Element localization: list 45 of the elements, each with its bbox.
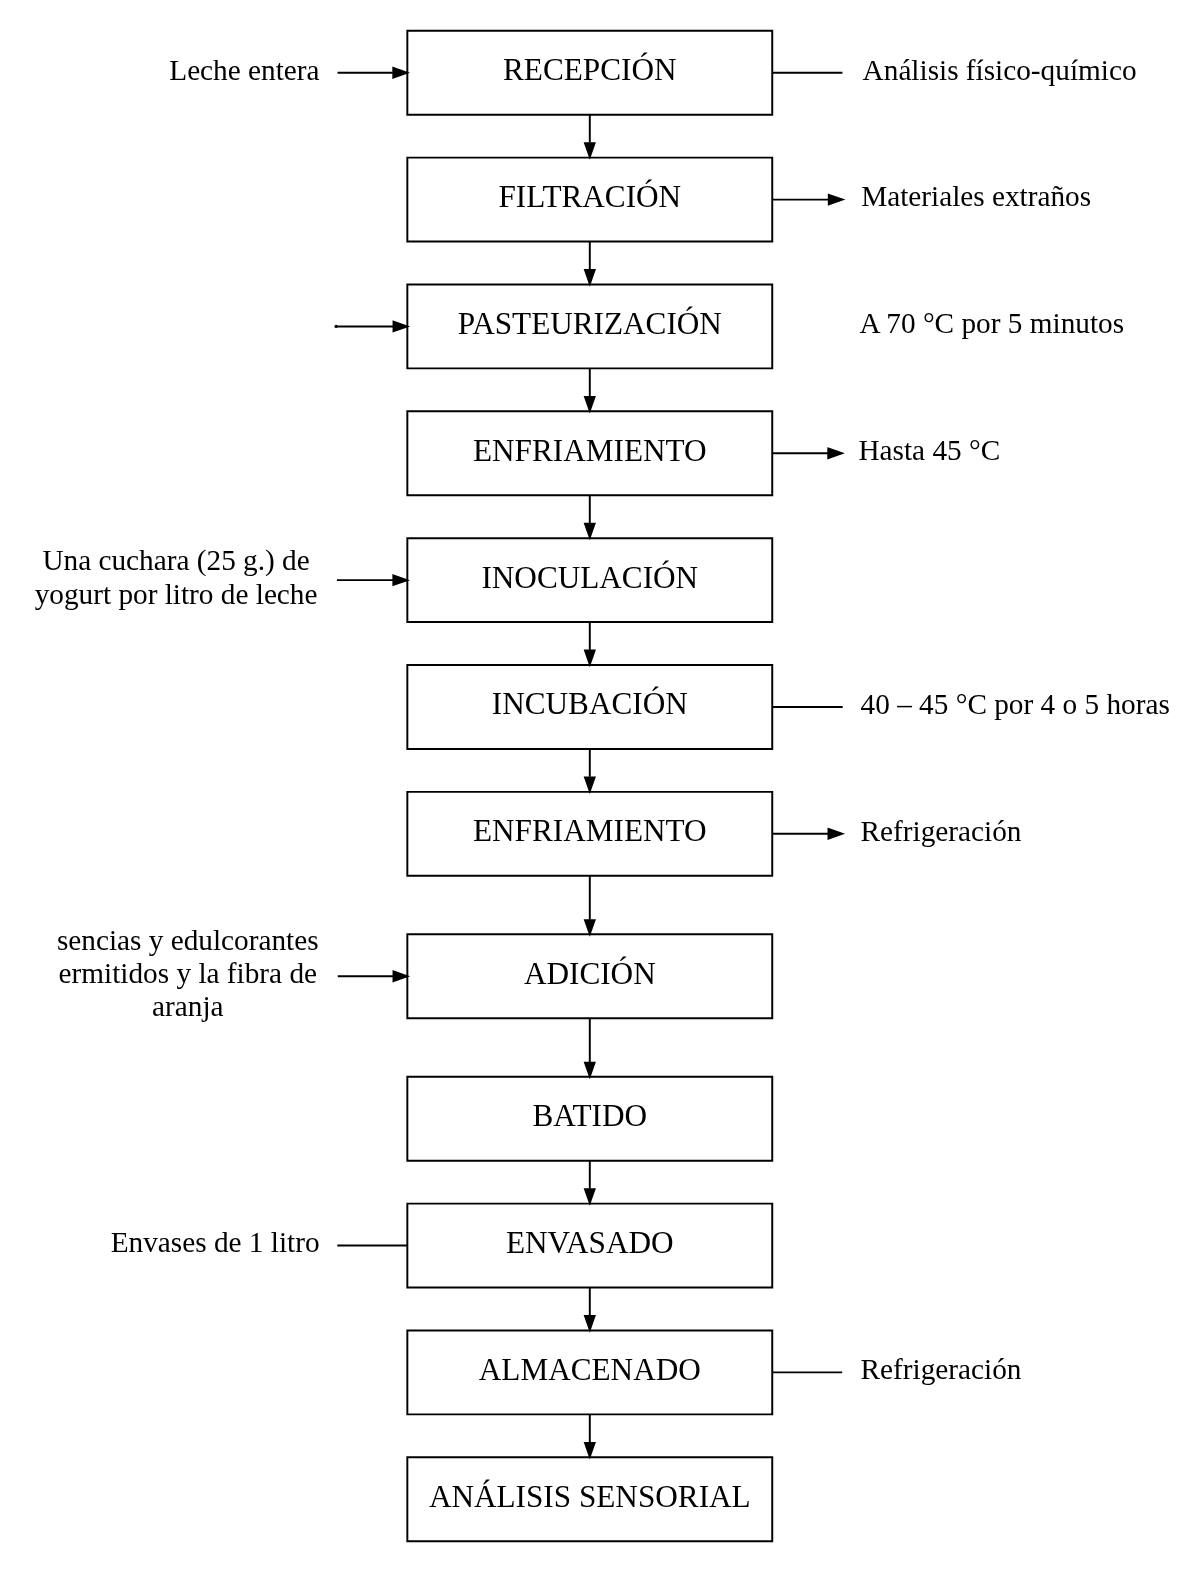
node-box: ALMACENADO — [406, 1328, 774, 1415]
arrow — [583, 494, 596, 540]
arrow — [336, 66, 410, 79]
arrow — [771, 192, 846, 206]
node-box: INOCULACIÓN — [406, 536, 774, 623]
node-box: ENFRIAMIENTO — [406, 409, 774, 496]
arrow — [583, 620, 596, 667]
node-box: ADICIÓN — [406, 932, 774, 1019]
node-box: FILTRACIÓN — [406, 156, 774, 243]
node-text: Una cuchara (25 g.) de yogurt por litro de leche — [34, 543, 318, 610]
node-box: INCUBACIÓN — [406, 663, 774, 750]
connector — [336, 1244, 408, 1247]
arrow — [583, 113, 596, 160]
node-text: Refrigeración — [860, 814, 1022, 847]
arrow — [583, 1286, 596, 1333]
node-box: ANÁLISIS SENSORIAL — [406, 1455, 774, 1542]
connector — [771, 1370, 844, 1373]
node-text: Envases de 1 litro — [110, 1225, 320, 1258]
arrow — [335, 573, 410, 586]
node-text: Materiales extraños — [861, 179, 1092, 212]
connector — [771, 705, 844, 708]
node-text: 40 – 45 °C por 4 o 5 horas — [860, 687, 1170, 720]
node-text: Análisis físico-químico — [862, 53, 1137, 86]
connector — [771, 71, 844, 74]
arrow — [336, 969, 411, 982]
arrow — [771, 827, 846, 840]
arrow — [583, 1413, 596, 1459]
node-box: ENVASADO — [406, 1202, 774, 1288]
node-box: RECEPCIÓN — [406, 29, 774, 116]
node-label: A 70 °C por 5 minutos — [859, 306, 1125, 339]
arrow — [583, 1159, 596, 1206]
node-text: Leche entera — [169, 53, 320, 86]
node-text: sencias y edulcorantes ermitidos y la fibra de aranja — [56, 923, 319, 1022]
node-box: PASTEURIZACIÓN — [406, 283, 774, 369]
arrow — [583, 367, 596, 414]
arrow — [771, 446, 845, 459]
arrow — [583, 747, 596, 794]
node-text: Refrigeración — [860, 1352, 1022, 1385]
arrow — [583, 240, 596, 287]
node-box: BATIDO — [406, 1075, 774, 1162]
node-box: ENFRIAMIENTO — [406, 790, 774, 877]
arrow — [583, 874, 596, 937]
node-text: Hasta 45 °C — [858, 433, 1001, 466]
arrow — [583, 1016, 596, 1079]
arrow — [336, 319, 411, 333]
